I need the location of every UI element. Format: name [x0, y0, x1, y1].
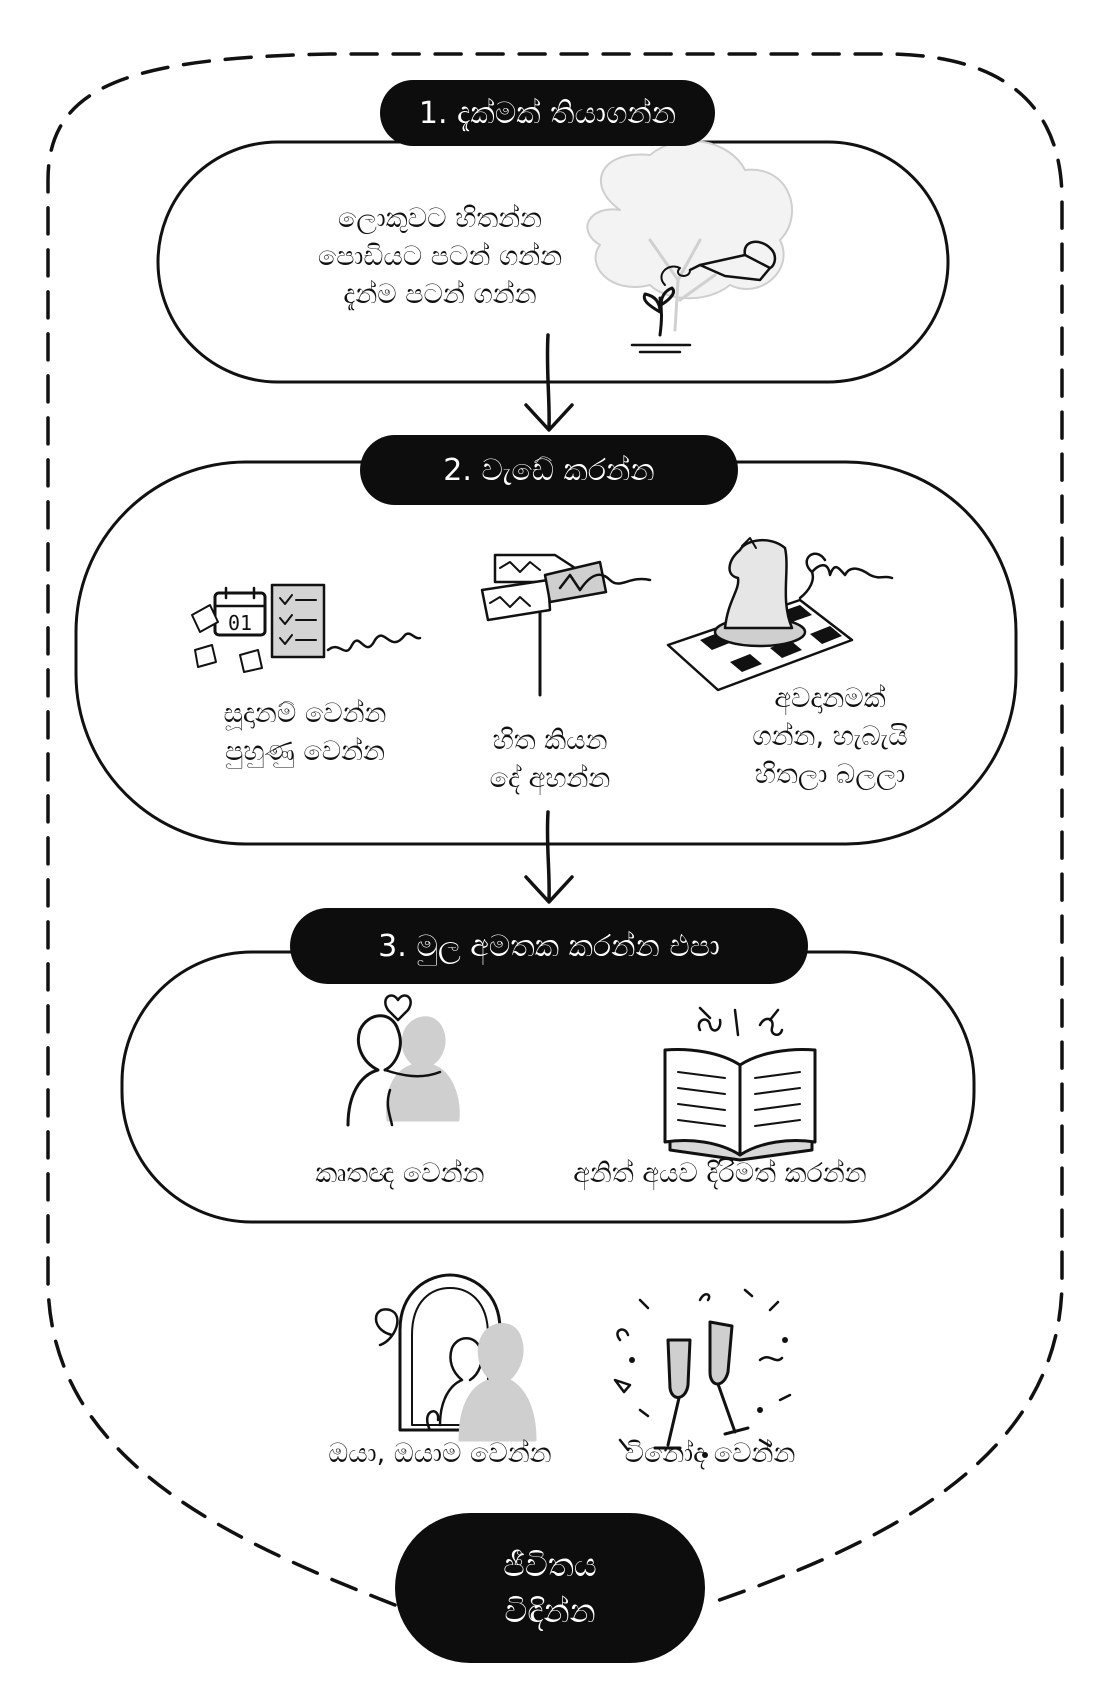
stage1-line: පොඩියට පටන් ගන්න	[317, 241, 563, 272]
stage1-text: ලොකුවට හිතන්න පොඩියට පටන් ගන්න දැන්ම පටන…	[300, 200, 580, 314]
final-line: විඳින්න	[504, 1592, 596, 1630]
tree-watering-icon	[586, 139, 794, 354]
champagne-toast-icon	[613, 1288, 792, 1458]
hugging-people-icon	[346, 994, 460, 1127]
stage3-item-grateful: කෘතඥ වෙන්න	[315, 1158, 485, 1189]
open-book-icon	[663, 1006, 817, 1162]
stage1-title: 1. දැක්මක් තියාගන්න	[380, 80, 715, 146]
item-line: හිතලා බලලා	[754, 759, 906, 790]
outer-dashed-loop	[46, 52, 1064, 1607]
stage2-item-prepare: සූදානම් වෙන්න පුහුණු වෙන්න	[180, 695, 430, 771]
stage2-item-risk: අවදානමක් ගන්න, හැබැයි හිතලා බලලා	[715, 680, 945, 794]
mirror-icon	[374, 1273, 537, 1442]
arrow-2-to-3	[524, 810, 574, 904]
item-line: පුහුණු වෙන්න	[224, 736, 386, 767]
extra-item-have-fun: විනෝද වෙන්න	[624, 1438, 796, 1469]
final-enjoy-life: ජීවිතය විඳින්න	[395, 1513, 705, 1663]
stage3-title: 3. මුල අමතක කරන්න එපා	[290, 908, 808, 984]
item-line: අවදානමක්	[774, 683, 886, 714]
item-line: ගන්න, හැබැයි	[752, 721, 908, 752]
calendar-day: 01	[228, 611, 252, 635]
stage2-title: 2. වැඩේ කරන්න	[360, 435, 738, 505]
item-line: සූදානම් වෙන්න	[223, 698, 387, 729]
stage1-line: දැන්ම පටන් ගන්න	[343, 279, 537, 310]
item-line: දේ අහන්න	[489, 763, 611, 794]
stage1-line: ලොකුවට හිතන්න	[337, 203, 543, 234]
signpost-icon	[480, 553, 652, 697]
item-line: හිත කියන	[492, 725, 608, 756]
final-line: ජීවිතය	[503, 1546, 597, 1584]
stage3-item-encourage: අනිත් අයව දිරිමත් කරන්න	[573, 1158, 867, 1189]
extra-item-be-yourself: ඔයා, ඔයාම වෙන්න	[328, 1438, 552, 1469]
arrow-1-to-2	[524, 333, 574, 432]
stage2-item-listen: හිත කියන දේ අහන්න	[440, 722, 660, 798]
chess-knight-icon	[666, 537, 894, 692]
calendar-checklist-icon: 01	[191, 583, 422, 673]
